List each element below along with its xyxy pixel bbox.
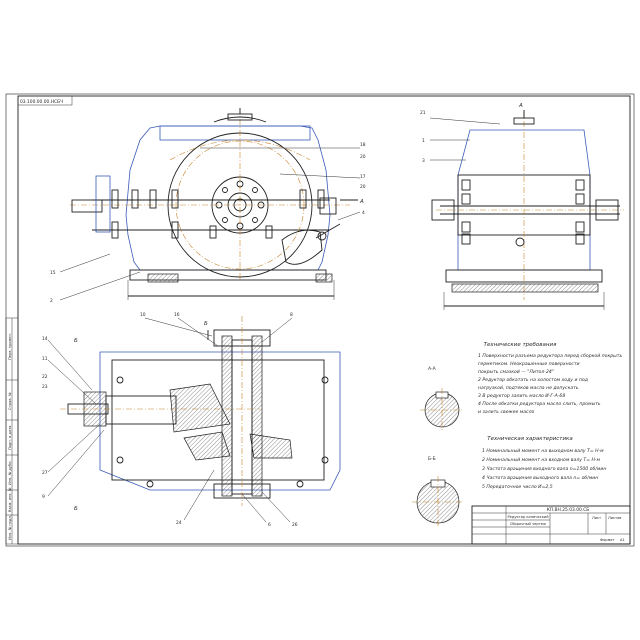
detail-sections: А-А Б-Б bbox=[412, 366, 464, 528]
title-name-1: Редуктор конический bbox=[507, 515, 549, 519]
plan-leader-16: 16 bbox=[174, 312, 180, 318]
rev-label-4: Инв. № дубл. bbox=[8, 460, 12, 485]
side-leader-1: 1 bbox=[422, 138, 425, 144]
plan-leader-14: 14 bbox=[42, 336, 48, 342]
plan-leader-24: 24 bbox=[176, 520, 182, 526]
front-view: А bbox=[70, 108, 364, 300]
plan-leader-9: 9 bbox=[42, 494, 45, 500]
front-view-section-letter: А bbox=[359, 199, 364, 205]
title-designation: КП.ВН.25.03.00.СБ bbox=[547, 507, 590, 513]
tech-req-line-1: 1 Поверхности разъема редуктора перед сб… bbox=[478, 353, 622, 359]
plan-leader-10: 10 bbox=[140, 312, 146, 318]
revision-strip: Перв. примен. Справ. № Подп. и дата Инв.… bbox=[5, 317, 19, 545]
plan-arrow-b-bottom: Б bbox=[74, 506, 78, 512]
plan-arrow-b-top: Б bbox=[74, 338, 78, 344]
plan-leader-22: 22 bbox=[42, 374, 48, 380]
plan-leader-11: 11 bbox=[42, 356, 48, 362]
tech-char-line-3: 3 Частота вращения входного вала n=1500 … bbox=[482, 466, 606, 472]
plan-section: Б Б Б bbox=[60, 316, 341, 512]
plan-leader-27: 27 bbox=[42, 470, 48, 476]
side-view: А 21 1 3 bbox=[420, 103, 624, 310]
title-sheets-label: Листов bbox=[608, 516, 621, 520]
tech-char-line-2: 2 Номинальный момент на входном валу Т= … bbox=[482, 457, 600, 463]
tech-req-line-7: 4 После обкатки редуктора масло слить, п… bbox=[478, 401, 601, 407]
leader-18: 18 bbox=[360, 142, 366, 148]
leader-4: 4 bbox=[362, 210, 365, 216]
tech-characteristics-block: Техническая характеристика 1 Номинальный… bbox=[482, 436, 606, 490]
tech-req-line-6: 3 В редуктор залить масло И-Г-А-68 bbox=[478, 393, 565, 399]
detail-label-ab: А-А bbox=[428, 366, 436, 372]
detail-label-bb: Б-Б bbox=[428, 456, 436, 462]
leader-15: 15 bbox=[50, 270, 56, 276]
rev-label-3: Подп. и дата bbox=[8, 426, 12, 450]
rev-label-6: Инв. № подл. bbox=[8, 515, 12, 540]
tech-req-line-3: покрыть смазкой — "Литол-24" bbox=[478, 369, 554, 375]
side-leader-3: 3 bbox=[422, 158, 425, 164]
plan-leader-8: 8 bbox=[290, 312, 293, 318]
title-name-2: Сборочный чертеж bbox=[510, 522, 547, 526]
leader-20b: 20 bbox=[360, 184, 366, 190]
tech-req-line-5: нагрузкой, подтеков масла не допускать bbox=[478, 385, 579, 391]
rev-label-2: Справ. № bbox=[8, 392, 12, 410]
leader-17: 17 bbox=[360, 174, 366, 180]
tech-char-line-1: 1 Номинальный момент на выходном валу Т=… bbox=[482, 448, 604, 454]
tech-char-header: Техническая характеристика bbox=[487, 436, 573, 442]
title-format-value: А1 bbox=[620, 538, 625, 542]
front-leaders: 18 20 17 20 15 2 4 bbox=[50, 142, 366, 304]
side-leader-21: 21 bbox=[420, 110, 426, 116]
tech-req-line-8: и залить свежее масло bbox=[478, 410, 535, 415]
corner-stamp-text: 03.100.00.00.НСБЧ bbox=[20, 99, 63, 105]
plan-leader-26: 26 bbox=[292, 522, 298, 528]
title-format-label: Формат bbox=[600, 538, 615, 542]
plan-arrow-b: Б bbox=[204, 321, 208, 327]
tech-req-line-4: 2 Редуктор обкатать на холостом ходу и п… bbox=[478, 377, 588, 383]
tech-char-line-5: 5 Передаточное число И=2,5 bbox=[482, 484, 553, 490]
plan-leader-23: 23 bbox=[42, 384, 48, 390]
plan-leader-6: 6 bbox=[268, 522, 271, 528]
tech-req-line-2: герметиком. Неокрашенные поверхности bbox=[478, 361, 580, 367]
rev-label-1: Перв. примен. bbox=[8, 333, 12, 360]
tech-req-header: Технические требования bbox=[484, 342, 557, 348]
side-view-label: А bbox=[518, 103, 523, 109]
corner-stamp-box bbox=[17, 95, 73, 106]
plan-leaders: 10 16 8 14 11 22 23 27 9 24 6 26 bbox=[42, 312, 298, 528]
tech-char-line-4: 4 Частота вращения выходного вала n= об/… bbox=[482, 475, 598, 481]
tech-requirements-block: Технические требования 1 Поверхности раз… bbox=[478, 342, 622, 415]
title-block: КП.ВН.25.03.00.СБ Редуктор конический Сб… bbox=[471, 505, 631, 545]
title-sheet-label: Лист bbox=[592, 516, 601, 520]
rev-label-5: Взам. инв. № bbox=[8, 487, 12, 512]
leader-20a: 20 bbox=[360, 154, 366, 160]
leader-2: 2 bbox=[50, 298, 53, 304]
